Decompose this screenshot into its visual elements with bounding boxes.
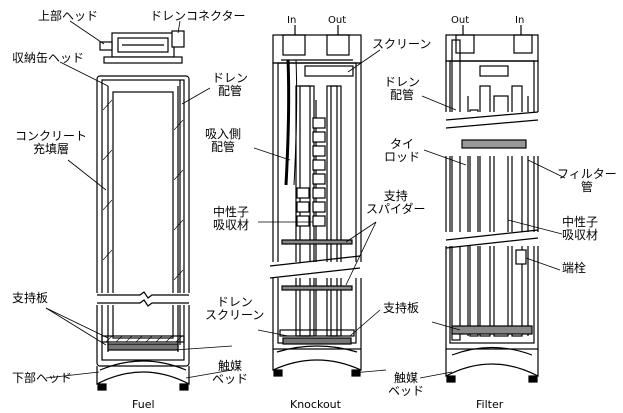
label-support-spider: 支持 スパイダー xyxy=(366,190,426,216)
label-filter-catalyst-bed-line2: ベッド xyxy=(388,384,425,398)
label-fuel-drain-pipe-line1: ドレン xyxy=(212,71,249,85)
label-filter-drain-pipe-line1: ドレン xyxy=(384,75,421,89)
label-suction-pipe: 吸入側 配管 xyxy=(205,128,241,154)
label-filter-neutron-absorber-line1: 中性子 xyxy=(562,215,599,229)
label-tie-rod-line2: ロッド xyxy=(384,150,421,164)
label-filter-drain-pipe-line2: 配管 xyxy=(390,88,415,102)
label-bottom-head: 下部ヘッド xyxy=(12,371,73,385)
label-drain-screen: ドレン スクリーン xyxy=(205,296,264,322)
label-drain-screen-line1: ドレン xyxy=(216,295,253,309)
label-filter-neutron-absorber-line2: 吸収材 xyxy=(562,228,599,242)
label-suction-pipe-line1: 吸入側 xyxy=(205,127,242,141)
label-drain-connector: ドレンコネクター xyxy=(150,9,246,23)
label-filter-tube-line1: フィルター xyxy=(557,167,617,181)
label-ko-neutron-absorber-line1: 中性子 xyxy=(213,205,250,219)
label-ko-out: Out xyxy=(328,15,347,26)
label-tie-rod-line1: タイ xyxy=(390,137,415,151)
label-ko-catalyst-bed-line1: 触媒 xyxy=(218,359,243,373)
filter-canister xyxy=(444,25,540,383)
label-screen: スクリーン xyxy=(372,37,432,51)
label-drain-screen-line2: スクリーン xyxy=(205,308,265,322)
label-fuel-drain-pipe-line2: 配管 xyxy=(218,84,243,98)
label-tie-rod: タイ ロッド xyxy=(384,138,420,164)
caption-knockout: Knockout xyxy=(290,398,341,411)
label-filter-catalyst-bed-line1: 触媒 xyxy=(394,371,419,385)
label-filter-neutron-absorber: 中性子 吸収材 xyxy=(562,216,598,242)
label-support-spider-line2: スパイダー xyxy=(366,202,426,216)
label-ko-neutron-absorber: 中性子 吸収材 xyxy=(213,206,249,232)
label-concrete-fill-line2: 充填層 xyxy=(33,142,70,156)
caption-fuel: Fuel xyxy=(132,398,155,411)
caption-filter: Filter xyxy=(476,398,504,411)
label-fuel-support-plate: 支持板 xyxy=(12,291,49,305)
label-suction-pipe-line2: 配管 xyxy=(211,140,236,154)
label-fuel-drain-pipe: ドレン 配管 xyxy=(212,72,248,98)
label-storage-can-head: 収納缶ヘッド xyxy=(12,51,85,65)
label-end-plug: 端栓 xyxy=(562,261,587,275)
label-filter-catalyst-bed: 触媒 ベッド xyxy=(388,372,424,398)
fuel-canister xyxy=(95,30,191,391)
label-support-spider-line1: 支持 xyxy=(383,189,408,203)
label-ko-in: In xyxy=(287,15,297,26)
label-filter-in: In xyxy=(515,15,525,26)
label-concrete-fill: コンクリート 充填層 xyxy=(15,130,87,156)
label-filter-drain-pipe: ドレン 配管 xyxy=(384,76,420,102)
label-filter-out: Out xyxy=(451,15,470,26)
label-ko-catalyst-bed: 触媒 ベッド xyxy=(212,360,248,386)
label-ko-support-plate: 支持板 xyxy=(383,301,420,315)
label-ko-catalyst-bed-line2: ベッド xyxy=(212,372,249,386)
label-ko-neutron-absorber-line2: 吸収材 xyxy=(213,218,250,232)
label-filter-tube-line2: 管 xyxy=(580,180,593,194)
label-filter-tube: フィルター 管 xyxy=(557,168,617,194)
label-top-head: 上部ヘッド xyxy=(38,9,99,23)
knockout-canister xyxy=(269,25,364,377)
label-concrete-fill-line1: コンクリート xyxy=(15,129,88,143)
leader-lines xyxy=(45,20,566,379)
